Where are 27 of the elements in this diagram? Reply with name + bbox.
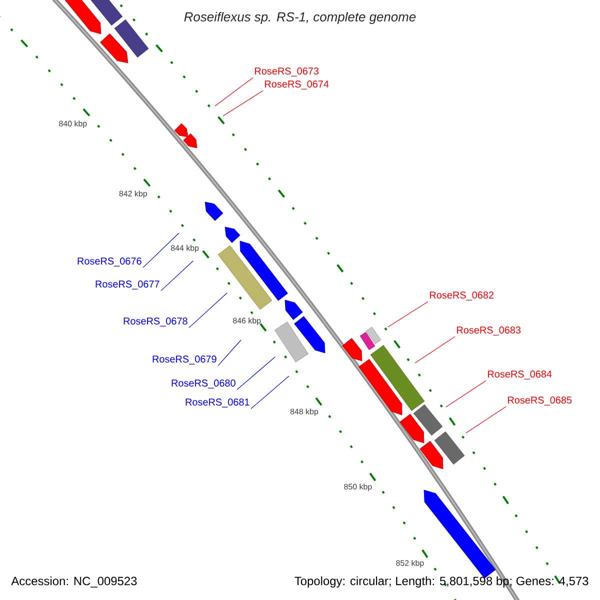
gene-label: RoseRS_0684 [488,370,552,380]
leader-line [236,356,276,390]
gene-label: RoseRS_0674 [265,80,329,90]
leader-line [250,376,290,409]
gene-label: RoseRS_0681 [186,398,250,408]
gene-label: RoseRS_0673 [255,68,319,76]
title: Roseiflexus sp. RS-1, complete genome [184,12,416,24]
leader-line [388,301,428,328]
genome-info-label: Topology: circular; Length: 5,801,598 bp; Genes: 4,573 [294,576,588,588]
leader-line [214,77,254,106]
accession-label: Accession: NC_009523 [11,576,137,588]
leader-line [446,380,486,408]
leader-line [414,336,456,364]
gene-label: RoseRS_0676 [78,258,142,266]
gene-label: RoseRS_0683 [457,326,521,336]
gene-label: RoseRS_0682 [430,292,494,300]
gene-label: RoseRS_0677 [96,280,160,290]
gene-label: RoseRS_0678 [124,318,188,326]
gene-label: RoseRS_0685 [508,396,572,406]
leader-line [466,406,506,434]
leader-line [218,340,242,366]
leader-line [188,292,228,328]
leader-line [142,232,180,268]
gene-label: RoseRS_0680 [172,380,236,388]
gene-label: RoseRS_0679 [152,356,216,364]
leader-line [160,260,194,291]
leader-line [222,90,264,116]
